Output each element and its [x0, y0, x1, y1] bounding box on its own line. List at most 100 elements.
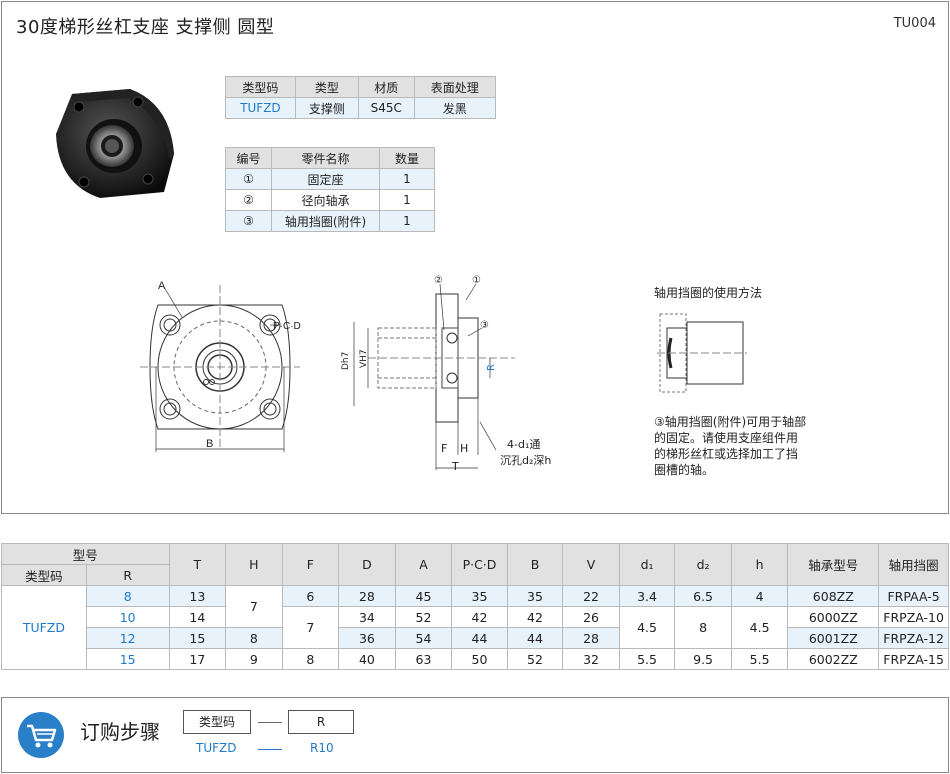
type-table-header: 表面处理: [413, 76, 497, 98]
usage-note-line: 圈槽的轴。: [654, 463, 715, 477]
f-cell: 6: [281, 585, 340, 607]
r-cell: 8: [85, 585, 170, 607]
parts-table-header: 数量: [379, 147, 435, 169]
column-header: d₁: [618, 543, 676, 586]
label-r: R: [486, 364, 497, 371]
t-cell: 15: [168, 627, 227, 649]
usage-note-line: ③轴用挡圈(附件)可用于轴部: [654, 415, 807, 429]
callout-2: ②: [434, 275, 443, 286]
pcd-cell: 50: [451, 648, 508, 670]
usage-note-line: 的梯形丝杠或选择加工了挡: [654, 447, 799, 461]
type-table: 类型码 类型 材质 表面处理 TUFZD 支撑侧 S45C 发黑: [225, 76, 497, 119]
order-title: 订购步骤: [80, 720, 160, 744]
part-name: 径向轴承: [271, 189, 380, 211]
type-code-cell: TUFZD: [1, 585, 87, 670]
b-cell: 42: [506, 606, 564, 628]
t-cell: 13: [168, 585, 227, 607]
v-cell: 32: [562, 648, 620, 670]
d-cell: 34: [338, 606, 396, 628]
column-header: H: [225, 543, 283, 586]
d-cell: 36: [338, 627, 396, 649]
label-d: Dh7: [341, 352, 351, 370]
v-cell: 22: [562, 585, 620, 607]
b-cell: 35: [506, 585, 564, 607]
label-counterbore: 沉孔d₂深h: [500, 454, 551, 467]
column-header: P·C·D: [451, 543, 508, 586]
usage-drawing: [657, 313, 747, 393]
spec-table-section: 型号 T H F D A P·C·D B V d₁ d₂ h 轴承型号 轴用挡圈…: [1, 543, 949, 670]
type-code-value: TUFZD: [225, 97, 296, 119]
d1-cell: 5.5: [618, 648, 676, 670]
column-header: 轴用挡圈: [878, 543, 949, 586]
hh-cell: 5.5: [730, 648, 789, 670]
column-header: h: [730, 543, 789, 586]
column-header: d₂: [674, 543, 732, 586]
side-view-drawing: ② ① ③ Dh7 VH7 R F H T 4-d₁通 沉孔d₂深h: [341, 275, 551, 473]
f-cell: 7: [281, 606, 340, 649]
h-cell: 7: [225, 585, 283, 628]
d-cell: 40: [338, 648, 396, 670]
material-value: S45C: [357, 97, 415, 119]
a-cell: 45: [394, 585, 453, 607]
column-header: F: [281, 543, 340, 586]
pcd-cell: 35: [451, 585, 508, 607]
r-cell: 15: [85, 648, 170, 670]
h-cell: 8: [225, 627, 283, 649]
v-cell: 28: [562, 627, 620, 649]
part-qty: 1: [379, 210, 435, 232]
usage-note: ③轴用挡圈(附件)可用于轴部 的固定。请使用支座组件用 的梯形丝杠或选择加工了挡…: [654, 414, 806, 478]
usage-title: 轴用挡圈的使用方法: [654, 286, 763, 300]
part-name: 固定座: [271, 168, 380, 190]
part-number: ①: [225, 168, 272, 190]
d-cell: 28: [338, 585, 396, 607]
d1-cell: 4.5: [618, 606, 676, 649]
product-photo: [56, 89, 174, 198]
parts-table-header: 编号: [225, 147, 272, 169]
d2-cell: 8: [674, 606, 732, 649]
spec-table: 型号 T H F D A P·C·D B V d₁ d₂ h 轴承型号 轴用挡圈…: [1, 543, 949, 670]
b-cell: 44: [506, 627, 564, 649]
bearing-cell: 6002ZZ: [787, 648, 880, 670]
product-code: TU004: [893, 16, 936, 31]
bearing-cell: 6001ZZ: [787, 627, 880, 649]
pcd-cell: 42: [451, 606, 508, 628]
column-header: 轴承型号: [787, 543, 880, 586]
part-qty: 1: [379, 189, 435, 211]
label-f: F: [441, 442, 447, 455]
label-v: VH7: [359, 349, 369, 368]
column-header: T: [168, 543, 227, 586]
label-b: B: [206, 438, 213, 450]
a-cell: 63: [394, 648, 453, 670]
bearing-cell: 6000ZZ: [787, 606, 880, 628]
usage-note-line: 的固定。请使用支座组件用: [654, 431, 799, 445]
callout-3: ③: [480, 320, 489, 331]
t-cell: 14: [168, 606, 227, 628]
ring-cell: FRPZA-15: [878, 648, 949, 670]
ring-cell: FRPZA-12: [878, 627, 949, 649]
ring-cell: FRPZA-10: [878, 606, 949, 628]
b-cell: 52: [506, 648, 564, 670]
order-value-r: R10: [310, 741, 334, 755]
t-cell: 17: [168, 648, 227, 670]
part-name: 轴用挡圈(附件): [271, 210, 380, 232]
sub-header-r: R: [85, 564, 170, 586]
page-title: 30度梯形丝杠支座 支撑侧 圆型: [16, 17, 275, 38]
label-pcd: P·C·D: [273, 321, 301, 332]
pcd-cell: 44: [451, 627, 508, 649]
column-header: V: [562, 543, 620, 586]
f-cell: 8: [281, 648, 340, 670]
order-value-type-code: TUFZD: [196, 741, 237, 755]
label-a: A: [158, 280, 166, 292]
label-h: H: [460, 442, 468, 455]
v-cell: 26: [562, 606, 620, 628]
model-group-header: 型号: [1, 543, 170, 565]
column-header: B: [506, 543, 564, 586]
d2-cell: 6.5: [674, 585, 732, 607]
h-cell: 9: [225, 648, 283, 670]
table-row: TUFZD 8 13 7 6 28 45 35 35 22 3.4 6.5 4 …: [1, 585, 949, 670]
type-table-header: 材质: [357, 76, 415, 98]
sub-header-type-code: 类型码: [1, 564, 87, 586]
order-dash: [258, 749, 282, 750]
label-t: T: [451, 460, 459, 473]
bearing-cell: 608ZZ: [787, 585, 880, 607]
